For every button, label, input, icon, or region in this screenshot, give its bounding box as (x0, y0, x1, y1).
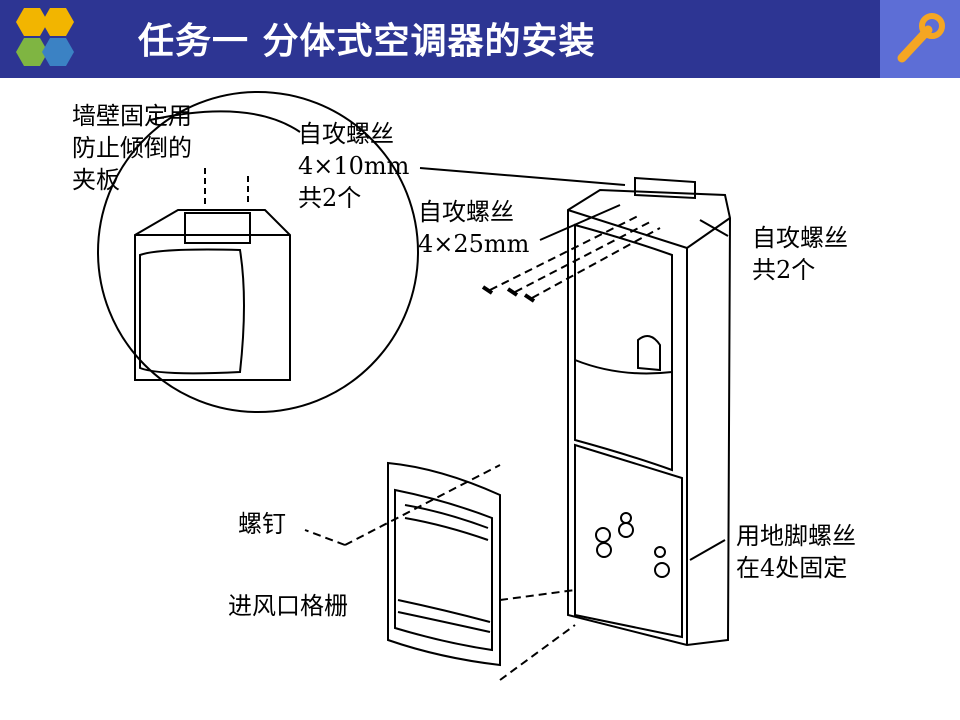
detail-front-panel (139, 248, 245, 375)
clamp-plate (184, 212, 251, 244)
clamp-label: 墙壁固定用防止倾倒的夹板 (72, 102, 192, 194)
air-inlet-grille (387, 461, 501, 667)
screw-label: 螺钉 (238, 510, 286, 538)
page-title: 任务一 分体式空调器的安装 (138, 21, 596, 62)
hexagon-logo-icon (16, 8, 74, 66)
detail-circle (97, 91, 419, 413)
grille-label: 进风口格栅 (228, 592, 348, 620)
anchor-label: 用地脚螺丝在4处固定 (736, 522, 856, 582)
screw-right-label: 自攻螺丝共2个 (752, 224, 848, 284)
lower-cavity (574, 443, 683, 639)
upper-front-panel (574, 223, 673, 375)
indoor-unit-cabinet (567, 188, 732, 647)
wrench-icon[interactable] (880, 0, 960, 78)
header-bar: 任务一 分体式空调器的安装 (0, 0, 960, 78)
top-clamp (634, 176, 696, 200)
display-window (637, 335, 661, 372)
